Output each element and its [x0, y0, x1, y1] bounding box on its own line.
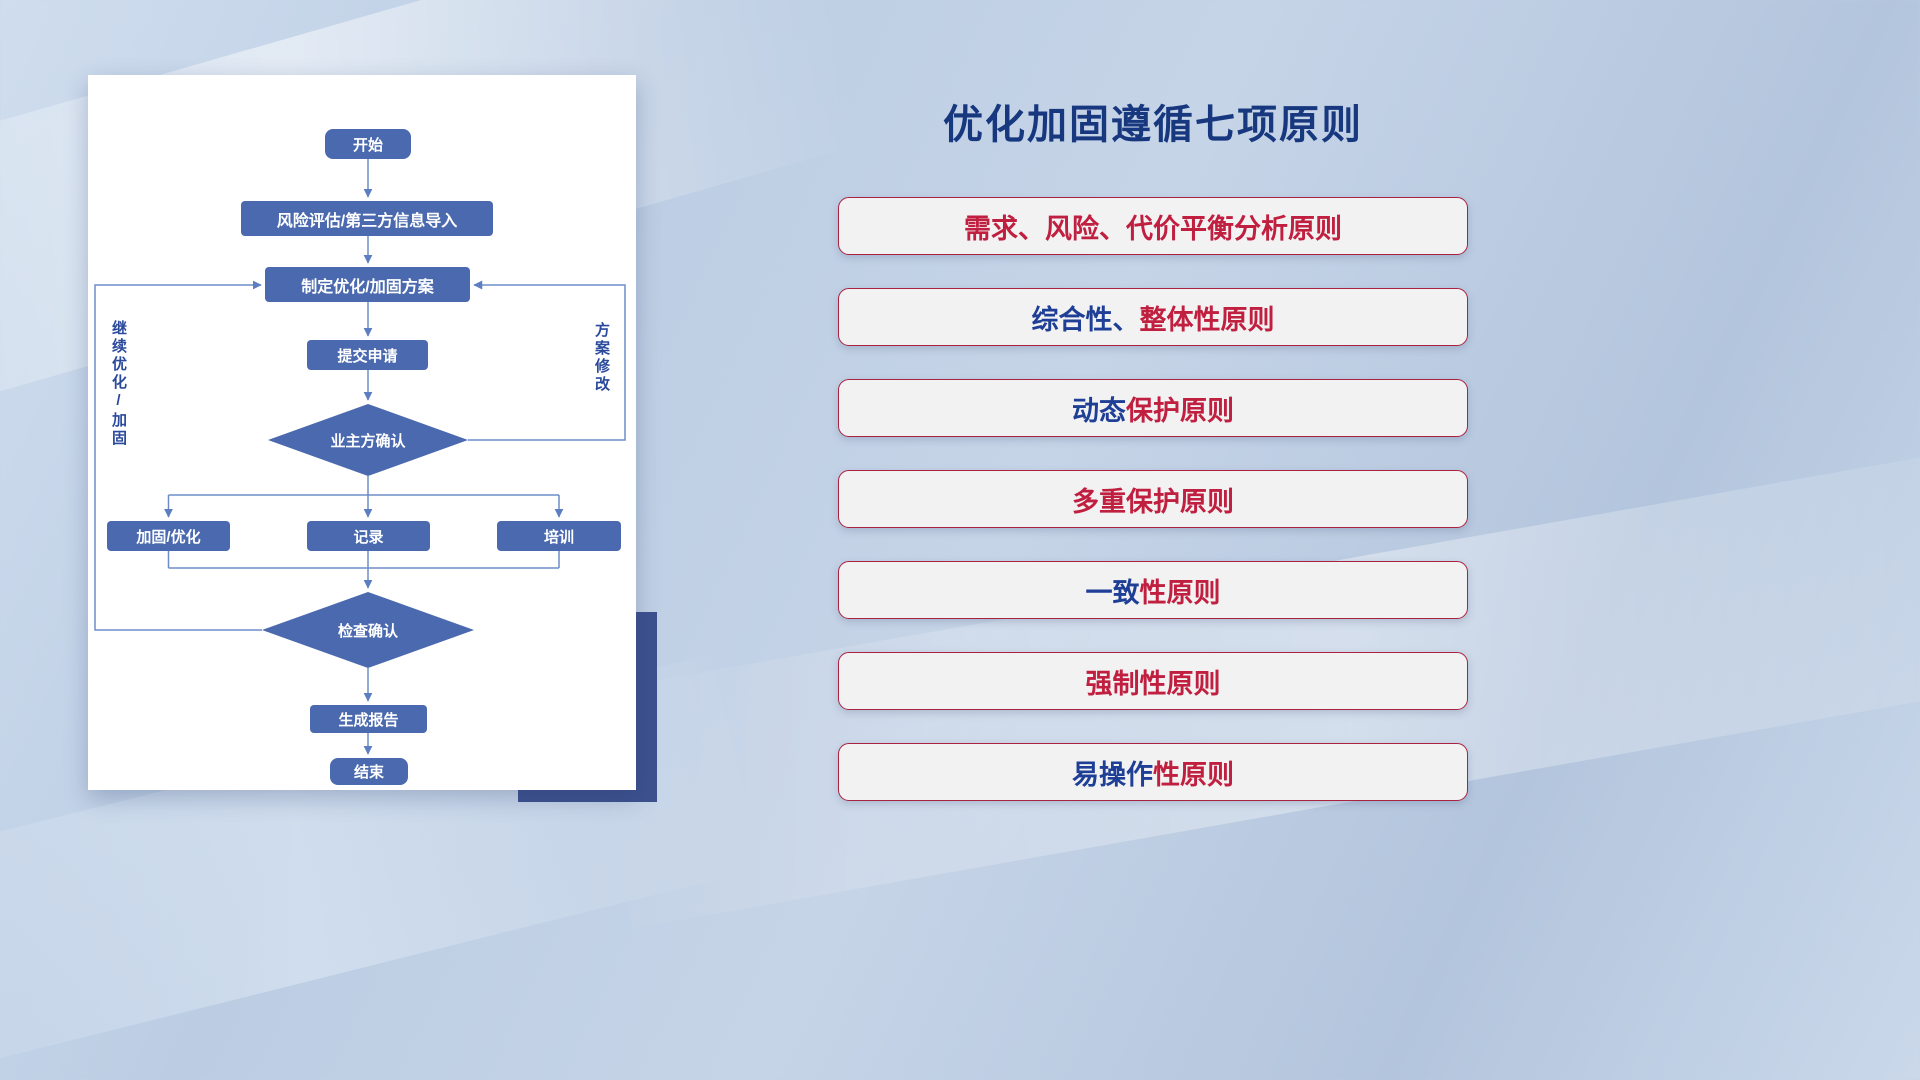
loop-label-plan-revision: 方案修改 [593, 322, 610, 394]
principle-text-red: 性原则 [1139, 577, 1221, 608]
flow-node-training: 培训 [497, 521, 621, 551]
principle-card: 强制性原则 [838, 652, 1468, 710]
flow-node-make-plan: 制定优化/加固方案 [265, 267, 470, 302]
principle-text-red: 强制性原则 [1085, 668, 1221, 699]
flow-node-risk-import: 风险评估/第三方信息导入 [241, 201, 493, 236]
flow-node-reinforce: 加固/优化 [107, 521, 230, 551]
principle-text-blue: 综合性、 [1031, 304, 1140, 335]
flow-node-report: 生成报告 [310, 705, 427, 733]
principle-text-red: 性原则 [1153, 759, 1234, 790]
principle-card: 综合性、整体性原则 [838, 288, 1468, 346]
principle-text-blue: 动态 [1072, 395, 1126, 426]
flow-node-submit: 提交申请 [307, 340, 428, 370]
loop-label-continue-optimize: 继续优化/加固 [110, 320, 127, 448]
page-title: 优化加固遵循七项原则 [943, 103, 1363, 147]
principle-text-red: 需求、风险、代价平衡分析原则 [964, 213, 1342, 244]
principle-text-red: 多重保护原则 [1072, 486, 1234, 517]
principle-card: 多重保护原则 [838, 470, 1468, 528]
principle-text-blue: 易操作 [1072, 759, 1153, 790]
principles-list: 需求、风险、代价平衡分析原则 综合性、整体性原则 动态保护原则 多重保护原则 一… [838, 197, 1468, 801]
principle-text-red: 保护原则 [1126, 395, 1234, 426]
principle-card: 需求、风险、代价平衡分析原则 [838, 197, 1468, 255]
principle-card: 动态保护原则 [838, 379, 1468, 437]
flow-node-record: 记录 [307, 521, 430, 551]
principle-card: 一致性原则 [838, 561, 1468, 619]
flow-node-end: 结束 [330, 758, 408, 785]
principle-text-blue: 一致 [1085, 577, 1140, 608]
flowchart-card: 开始 风险评估/第三方信息导入 制定优化/加固方案 提交申请 业主方确认 加固/… [88, 75, 636, 790]
principle-card: 易操作性原则 [838, 743, 1468, 801]
flow-node-start: 开始 [325, 129, 411, 159]
principle-text-red: 整体性原则 [1139, 304, 1275, 335]
